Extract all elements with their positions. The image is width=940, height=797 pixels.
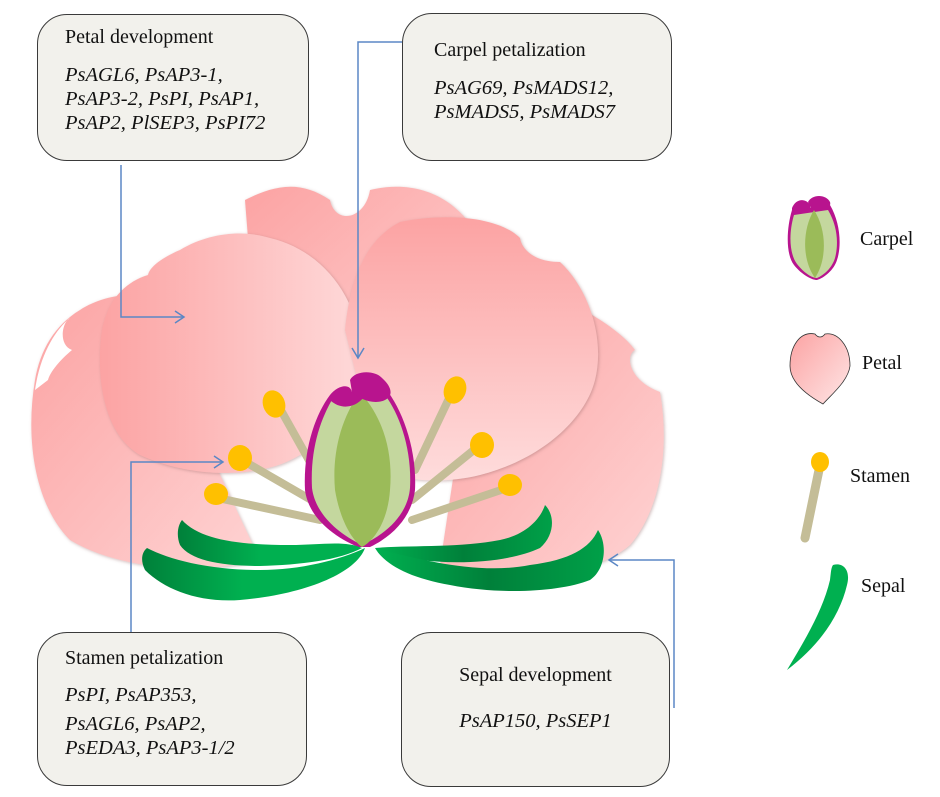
- stamen-icon: [800, 452, 829, 543]
- gene-list: PsAGL6, PsAP3-1, PsAP3-2, PsPI, PsAP1, P…: [65, 63, 308, 135]
- gene-line: PsAP3-2, PsPI, PsAP1,: [65, 88, 260, 110]
- sepal-left-front: [142, 548, 365, 601]
- arrow-petal-development: [120, 165, 183, 318]
- petal-front-right: [345, 217, 599, 481]
- arrowhead: [351, 347, 365, 360]
- arrowhead: [213, 455, 225, 469]
- filament: [408, 441, 484, 504]
- petal-outer-left: [35, 318, 72, 390]
- arrowhead: [607, 553, 619, 567]
- legend-label-petal: Petal: [862, 352, 902, 374]
- connector-arrows: [120, 41, 675, 708]
- gene-list: PsAP150, PsSEP1: [402, 709, 669, 733]
- carpel-icon: [787, 196, 840, 280]
- gene-list: PsAG69, PsMADS12, PsMADS5, PsMADS7: [434, 76, 671, 124]
- legend-label-stamen: Stamen: [850, 465, 910, 487]
- petal-front-left: [99, 233, 362, 474]
- arrowhead: [174, 310, 186, 324]
- box-sepal-development: Sepal development PsAP150, PsSEP1: [401, 632, 670, 787]
- gene-line: PsAP2, PlSEP3, PsPI72: [65, 112, 266, 134]
- gene-list: PsPI, PsAP353, PsAGL6, PsAP2, PsEDA3, Ps…: [65, 682, 306, 760]
- box-stamen-petalization: Stamen petalization PsPI, PsAP353, PsAGL…: [37, 632, 307, 786]
- box-title: Sepal development: [459, 664, 612, 686]
- box-title: Petal development: [65, 26, 214, 48]
- anther: [443, 376, 467, 404]
- filament: [411, 386, 457, 474]
- box-petal-development: Petal development PsAGL6, PsAP3-1, PsAP3…: [37, 14, 309, 161]
- sepal-left-back: [177, 520, 362, 566]
- gene-line: PsPI, PsAP353,: [65, 684, 197, 706]
- anther: [498, 474, 522, 496]
- sepal-right-front: [375, 530, 604, 592]
- sepal-right-back: [375, 505, 552, 563]
- box-title: Carpel petalization: [434, 39, 586, 61]
- legend-label-sepal: Sepal: [861, 575, 906, 597]
- arrow-stamen-petalization: [130, 461, 222, 632]
- petal-icon: [789, 333, 851, 405]
- gene-line: PsEDA3, PsAP3-1/2: [65, 737, 235, 759]
- arrow-sepal-development: [610, 559, 675, 708]
- legend-label-carpel: Carpel: [860, 228, 914, 250]
- box-carpel-petalization: Carpel petalization PsAG69, PsMADS12, Ps…: [402, 13, 672, 161]
- sepal-icon: [787, 564, 849, 670]
- gene-line: PsMADS5, PsMADS7: [434, 101, 616, 123]
- anther: [204, 483, 228, 505]
- filament: [214, 494, 324, 524]
- anther: [228, 445, 252, 471]
- filament: [408, 483, 514, 524]
- sepals: [142, 505, 604, 601]
- box-title: Stamen petalization: [65, 647, 224, 669]
- anther: [262, 390, 286, 418]
- gene-line: PsAG69, PsMADS12,: [434, 77, 614, 99]
- gene-line: PsAGL6, PsAP2,: [65, 713, 206, 735]
- anther: [470, 432, 494, 458]
- anthers: [204, 376, 522, 505]
- carpel: [304, 372, 416, 547]
- arrow-carpel-petalization: [357, 41, 402, 357]
- gene-line: PsAP150, PsSEP1: [459, 710, 612, 732]
- gene-line: PsAGL6, PsAP3-1,: [65, 64, 223, 86]
